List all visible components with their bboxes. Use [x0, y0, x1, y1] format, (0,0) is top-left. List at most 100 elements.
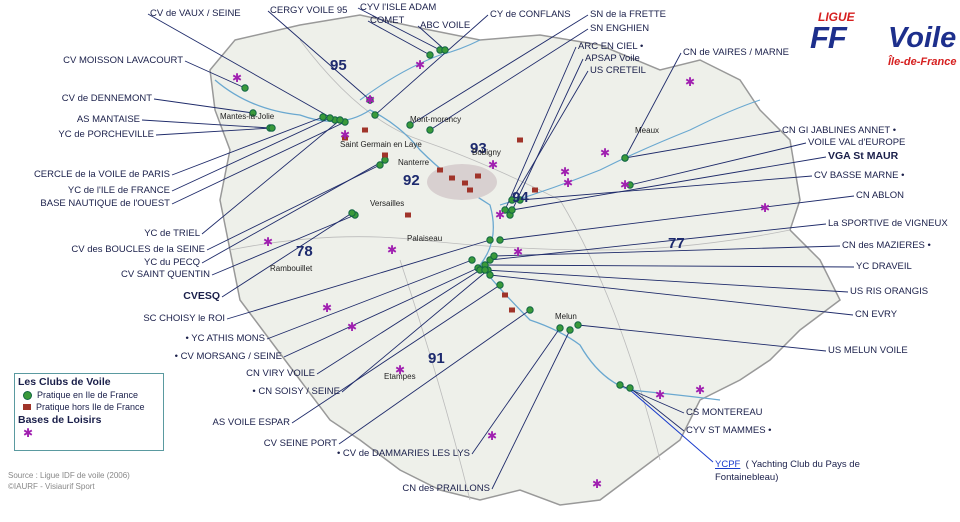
outside-club-marker[interactable] — [532, 187, 538, 193]
leader-line — [338, 309, 531, 445]
leisure-base-star-icon[interactable]: ✱ — [592, 477, 602, 491]
leisure-base-star-icon[interactable]: ✱ — [365, 93, 375, 107]
club-marker[interactable] — [336, 116, 344, 124]
club-marker[interactable] — [468, 256, 476, 264]
outside-club-marker[interactable] — [502, 292, 508, 298]
leader-line — [374, 14, 489, 116]
ligue-ffvoile-logo: LIGUE FF Voile Île-de-France — [808, 0, 958, 72]
club-marker[interactable] — [626, 384, 634, 392]
leader-line — [511, 70, 589, 201]
club-marker[interactable] — [508, 206, 516, 214]
club-label: CV de DENNEMONT — [61, 93, 152, 104]
club-marker[interactable] — [566, 326, 574, 334]
club-marker[interactable] — [626, 181, 634, 189]
leader-line — [201, 119, 341, 235]
region-outline — [209, 14, 841, 506]
outside-club-marker[interactable] — [475, 173, 481, 179]
club-marker[interactable] — [481, 266, 489, 274]
club-marker[interactable] — [486, 271, 494, 279]
club-marker[interactable] — [490, 252, 498, 260]
club-marker[interactable] — [371, 111, 379, 119]
ycpf-link[interactable]: YCPF — [715, 459, 741, 470]
leisure-base-star-icon[interactable]: ✱ — [387, 243, 397, 257]
club-marker[interactable] — [496, 236, 504, 244]
leisure-base-star-icon[interactable]: ✱ — [263, 235, 273, 249]
club-label: CV de VAUX / SEINE — [150, 8, 241, 19]
leader-line — [519, 175, 813, 201]
town-label: Versailles — [370, 199, 405, 208]
logo-voile: Voile — [888, 22, 957, 54]
club-label: CN GI JABLINES ANNET • — [782, 125, 897, 136]
leisure-base-star-icon[interactable]: ✱ — [395, 363, 405, 377]
outside-club-marker[interactable] — [405, 212, 411, 218]
legend-bases-title: Bases de Loisirs — [18, 414, 102, 426]
leisure-base-star-icon[interactable]: ✱ — [560, 165, 570, 179]
club-marker[interactable] — [526, 306, 534, 314]
source-line: Source : Ligue IDF de voile (2006) — [8, 471, 130, 480]
club-marker[interactable] — [441, 46, 449, 54]
club-marker[interactable] — [348, 209, 356, 217]
outside-club-marker[interactable] — [509, 307, 515, 313]
club-marker[interactable] — [376, 161, 384, 169]
club-marker[interactable] — [496, 281, 504, 289]
leader-line — [155, 127, 273, 136]
club-label: CYV l'ISLE ADAM — [360, 2, 437, 13]
leader-line — [429, 28, 589, 131]
club-marker[interactable] — [249, 109, 257, 117]
club-marker[interactable] — [381, 156, 389, 164]
town-label: Etampes — [384, 372, 416, 381]
club-marker[interactable] — [326, 114, 334, 122]
club-marker[interactable] — [486, 236, 494, 244]
leisure-base-star-icon[interactable]: ✱ — [563, 176, 573, 190]
leisure-base-star-icon[interactable]: ✱ — [415, 58, 425, 72]
leader-line — [624, 130, 781, 159]
club-marker[interactable] — [621, 154, 629, 162]
club-label: CN EVRY — [855, 309, 898, 320]
outside-club-marker[interactable] — [517, 137, 523, 143]
club-marker[interactable] — [319, 113, 327, 121]
leisure-base-star-icon[interactable]: ✱ — [513, 245, 523, 259]
leisure-base-star-icon[interactable]: ✱ — [760, 201, 770, 215]
club-marker[interactable] — [516, 196, 524, 204]
club-marker[interactable] — [241, 84, 249, 92]
legend-item-out: Pratique hors Ile de France — [23, 402, 163, 412]
leisure-base-star-icon[interactable]: ✱ — [685, 75, 695, 89]
club-marker[interactable] — [406, 121, 414, 129]
outside-club-marker[interactable] — [449, 175, 455, 181]
outside-club-marker[interactable] — [362, 127, 368, 133]
club-marker[interactable] — [501, 206, 509, 214]
leisure-base-star-icon[interactable]: ✱ — [495, 208, 505, 222]
leisure-base-star-icon[interactable]: ✱ — [340, 128, 350, 142]
town-label: Melun — [555, 312, 577, 321]
outside-club-marker[interactable] — [342, 135, 348, 141]
club-marker[interactable] — [616, 381, 624, 389]
club-marker[interactable] — [366, 96, 374, 104]
leader-line — [493, 245, 841, 257]
leisure-base-star-icon[interactable]: ✱ — [487, 429, 497, 443]
club-marker[interactable] — [556, 324, 564, 332]
leisure-base-star-icon[interactable]: ✱ — [488, 158, 498, 172]
leader-line — [491, 329, 571, 490]
logo-region: Île-de-France — [888, 56, 957, 68]
club-label: CVESQ — [183, 290, 220, 302]
purple-star-icon: ✱ — [23, 426, 34, 440]
town-label: Palaiseau — [407, 234, 443, 243]
leisure-base-star-icon[interactable]: ✱ — [232, 71, 242, 85]
leisure-base-star-icon[interactable]: ✱ — [620, 178, 630, 192]
outside-club-marker[interactable] — [462, 180, 468, 186]
club-marker[interactable] — [268, 124, 276, 132]
leisure-base-star-icon[interactable]: ✱ — [322, 301, 332, 315]
club-marker[interactable] — [426, 51, 434, 59]
outside-club-marker[interactable] — [382, 152, 388, 158]
leisure-base-star-icon[interactable]: ✱ — [695, 383, 705, 397]
club-marker[interactable] — [508, 196, 516, 204]
outside-club-marker[interactable] — [437, 167, 443, 173]
club-marker[interactable] — [574, 321, 582, 329]
department-number: 93 — [470, 140, 487, 157]
leisure-base-star-icon[interactable]: ✱ — [600, 146, 610, 160]
club-marker[interactable] — [426, 126, 434, 134]
department-number: 94 — [512, 189, 529, 206]
leisure-base-star-icon[interactable]: ✱ — [655, 388, 665, 402]
outside-club-marker[interactable] — [467, 187, 473, 193]
leisure-base-star-icon[interactable]: ✱ — [347, 320, 357, 334]
